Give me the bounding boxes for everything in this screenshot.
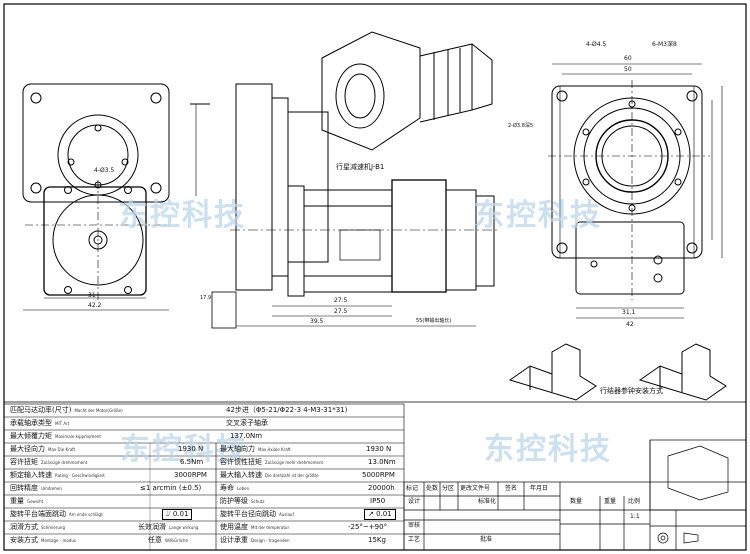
role-label: 审核 <box>408 522 421 529</box>
dim-mid-3: 39.5 <box>310 318 324 325</box>
info-header: 重量 <box>604 498 617 505</box>
reducer-label: 行星减速机J-B1 <box>336 163 385 171</box>
spec-label: 匹配马达动率(尺寸)Macht der Motor(Größe) <box>10 406 123 414</box>
dim-mid-4: 55(带输出轴长) <box>416 318 452 324</box>
dim-left-3: 4-Ø3.5 <box>94 167 115 174</box>
role-label: 批准 <box>480 536 493 543</box>
dim-right-2: 60 <box>624 55 632 62</box>
dim-mid-5: 17.9 <box>200 295 212 301</box>
spec-value: 1930 N <box>178 445 204 453</box>
scale-value: 1:1 <box>630 513 640 520</box>
dim-right-6: 31.1 <box>622 309 636 316</box>
watermark-1: 东控科技 <box>118 198 246 233</box>
rev-header: 年月日 <box>530 485 549 492</box>
dim-left-2: 42.2 <box>88 302 102 309</box>
runout-icon: ↗ <box>368 510 377 518</box>
spec-value: 交叉滚子轴承 <box>226 419 268 427</box>
role-label: 工艺 <box>408 536 421 543</box>
flatness-icon: ⌰ <box>166 510 173 518</box>
spec-value: -25°~+90° <box>348 523 388 531</box>
dim-mid-2: 27.5 <box>334 308 348 315</box>
watermark-4: 东控科技 <box>484 432 612 467</box>
spec-value: 13.0Nm <box>368 458 396 466</box>
spec-value: 42步进（Φ5-21/Φ22-3 4-M3-31*31) <box>226 406 348 414</box>
right-flange-view <box>548 63 723 319</box>
watermark-2: 东控科技 <box>474 198 602 233</box>
spec-value: ⌰ 0.01 <box>162 509 193 520</box>
info-header: 比例 <box>628 498 641 505</box>
sensor-mount-view <box>508 343 727 401</box>
dim-left-1: 31 <box>88 292 96 299</box>
spec-value: 1930 N <box>366 445 392 453</box>
dim-right-4: 6-M3深8 <box>652 41 677 48</box>
rev-header: 签名 <box>505 485 518 492</box>
spec-value: 3000RPM <box>174 471 207 479</box>
spec-table-lines <box>3 403 405 551</box>
rev-header: 分区 <box>442 485 455 492</box>
dim-right-5: 2-Ø3.8深5 <box>508 123 534 129</box>
dim-right-3: 50 <box>624 66 632 73</box>
rev-header: 更改文件号 <box>460 485 491 492</box>
watermark-3: 东控科技 <box>120 432 248 467</box>
info-header: 数量 <box>570 498 583 505</box>
spec-value: 20000h <box>368 484 395 492</box>
dim-right-1: 4-Ø4.5 <box>586 41 607 48</box>
title-block-lines <box>403 439 747 551</box>
middle-side-view <box>190 83 500 329</box>
spec-value: IP50 <box>370 497 386 505</box>
spec-value: 15Kg <box>368 536 386 544</box>
sensor-note: 行结器参钟安装方式 <box>600 387 663 395</box>
left-flange-view <box>22 83 170 311</box>
spec-value: 5000RPM <box>362 471 395 479</box>
spec-value: ↗ 0.01 <box>364 509 396 520</box>
role-label: 设计 <box>408 498 421 505</box>
role-label: 标准化 <box>478 498 497 505</box>
spec-value: ≤1 arcmin (±0.5) <box>140 484 202 492</box>
rev-header: 处数 <box>426 485 439 492</box>
isometric-view <box>321 31 493 151</box>
rev-header: 标记 <box>406 485 419 492</box>
dim-mid-1: 27.5 <box>334 297 348 304</box>
spec-value: 6.5Nm <box>180 458 204 466</box>
spec-value: 137.0Nm <box>230 432 263 440</box>
dim-right-7: 42 <box>626 321 634 328</box>
